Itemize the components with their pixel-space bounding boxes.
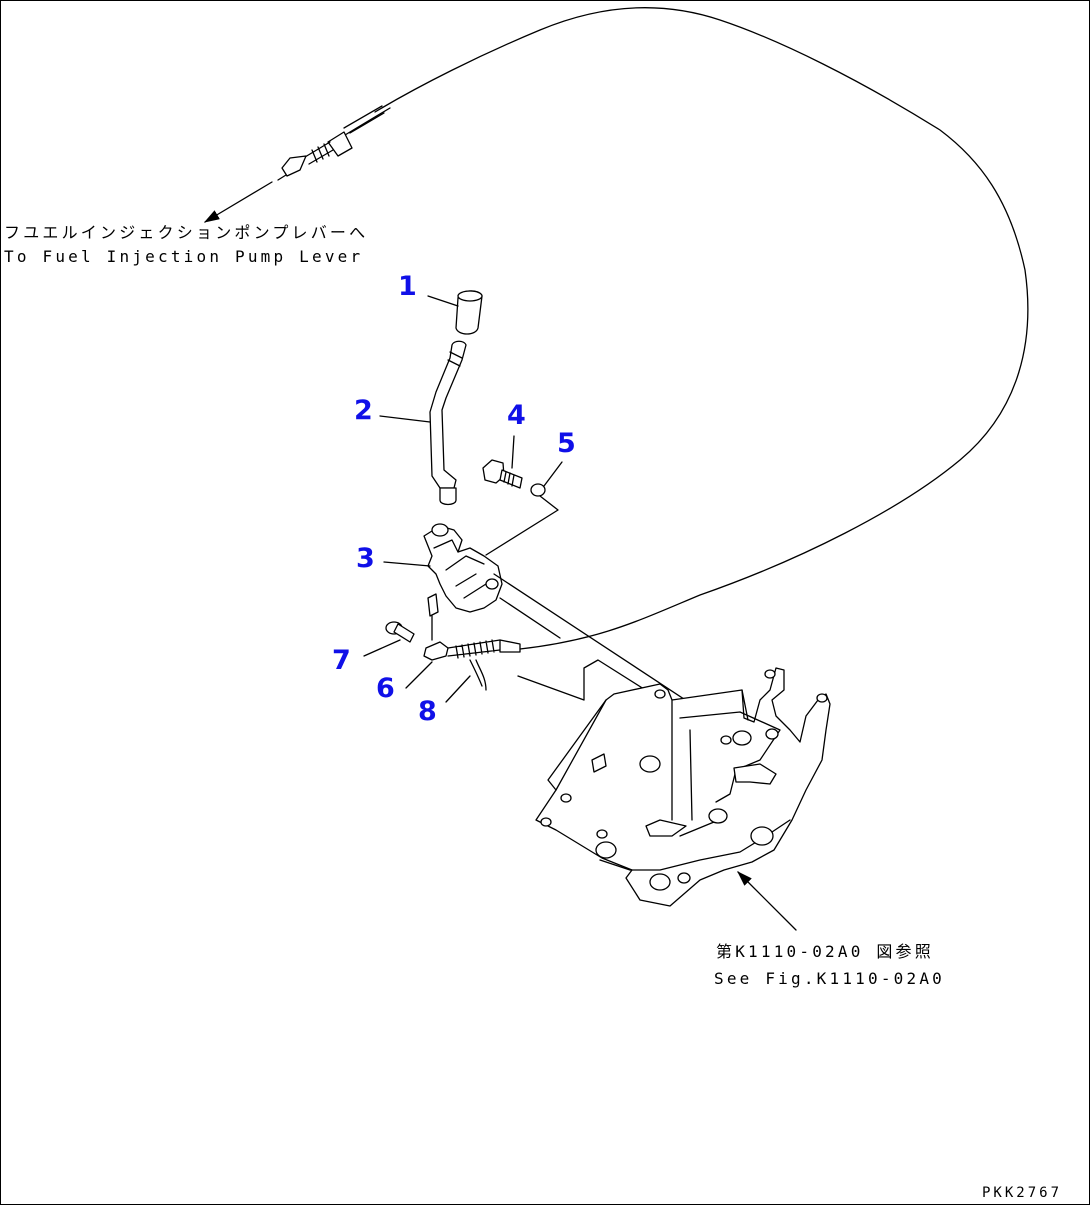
callout-labels: 1 2 3 4 5 6 7 8 bbox=[332, 271, 576, 727]
callout-7: 7 bbox=[332, 645, 351, 676]
callout-8: 8 bbox=[418, 696, 437, 727]
lever-bracket-assembly bbox=[423, 523, 503, 641]
clevis-and-spring bbox=[423, 639, 521, 691]
callout-5: 5 bbox=[557, 428, 576, 459]
pump-lever-note-jp: フユエルインジェクションポンプレバーへ bbox=[4, 223, 368, 242]
mounting-frame bbox=[535, 667, 831, 907]
pump-lever-note-en: To Fuel Injection Pump Lever bbox=[4, 247, 363, 266]
see-fig-note-jp: 第K1110-02A0 図参照 bbox=[716, 942, 934, 961]
bolt bbox=[482, 459, 523, 489]
callout-2: 2 bbox=[354, 395, 373, 426]
callout-3: 3 bbox=[356, 543, 375, 574]
control-lever bbox=[429, 340, 467, 506]
control-cable bbox=[374, 7, 1029, 650]
leader-lines bbox=[363, 295, 797, 931]
lever-grip bbox=[455, 290, 483, 335]
callout-1: 1 bbox=[398, 271, 417, 302]
see-fig-note-en: See Fig.K1110-02A0 bbox=[714, 969, 945, 988]
pump-side-cable-end bbox=[203, 105, 391, 223]
drawing-code: PKK2767 bbox=[982, 1185, 1062, 1201]
callout-4: 4 bbox=[507, 400, 526, 431]
pin bbox=[385, 621, 415, 643]
callout-6: 6 bbox=[376, 673, 395, 704]
washer bbox=[530, 483, 546, 497]
